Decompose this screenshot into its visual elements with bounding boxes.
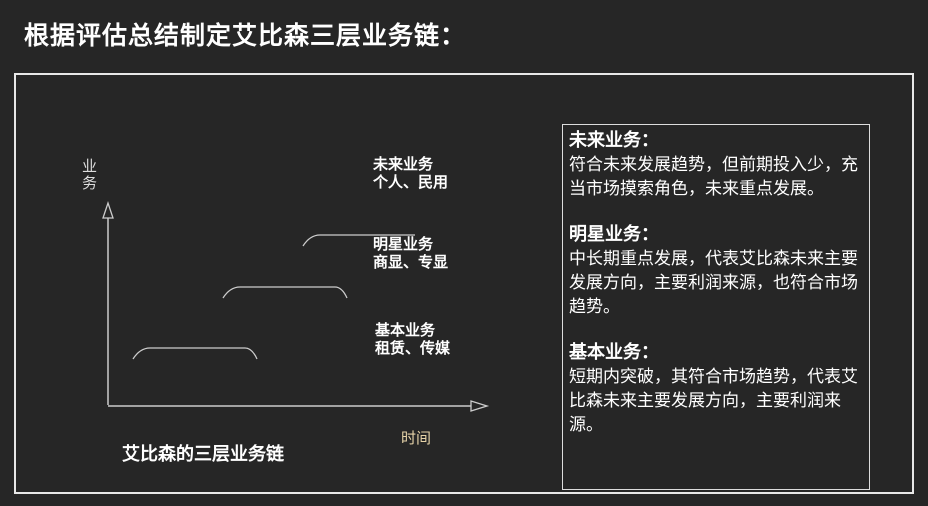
x-axis-label: 时间: [401, 429, 432, 447]
basic-business-curve: [132, 347, 258, 360]
tier-name: 明星业务: [373, 235, 434, 253]
page-title: 根据评估总结制定艾比森三层业务链：: [24, 21, 467, 50]
y-axis-label: 业务: [82, 157, 98, 192]
basic-text: 短期内突破，其符合市场趋势，代表艾比森未来主要发展方向，主要利润来源。: [569, 367, 858, 435]
x-axis-arrow: [470, 400, 490, 412]
future-text: 符合未来发展趋势，但前期投入少，充当市场摸索角色，未来重点发展。: [569, 155, 858, 199]
content-frame: [14, 73, 914, 494]
star-heading: 明星业务：: [569, 224, 659, 245]
tier-detail: 租赁、传媒: [375, 339, 451, 357]
tier-star: 明星业务 商显、专显: [373, 235, 448, 271]
star-business-curve: [222, 286, 348, 299]
tier-future: 未来业务 个人、民用: [373, 155, 448, 191]
future-heading: 未来业务：: [569, 130, 659, 151]
tier-detail: 商显、专显: [373, 253, 449, 271]
diagram-caption: 艾比森的三层业务链: [122, 444, 284, 465]
tier-name: 基本业务: [375, 321, 436, 339]
basic-heading: 基本业务：: [569, 342, 659, 363]
y-axis-arrow: [102, 200, 114, 219]
tier-basic: 基本业务 租赁、传媒: [375, 321, 450, 357]
tier-name: 未来业务: [373, 155, 434, 173]
future-business-curve: [302, 234, 415, 247]
star-text: 中长期重点发展，代表艾比森未来主要发展方向，主要利润来源，也符合市场趋势。: [569, 249, 858, 317]
explanation-box: 未来业务： 符合未来发展趋势，但前期投入少，充当市场摸索角色，未来重点发展。 明…: [562, 124, 870, 490]
tier-detail: 个人、民用: [373, 173, 449, 191]
